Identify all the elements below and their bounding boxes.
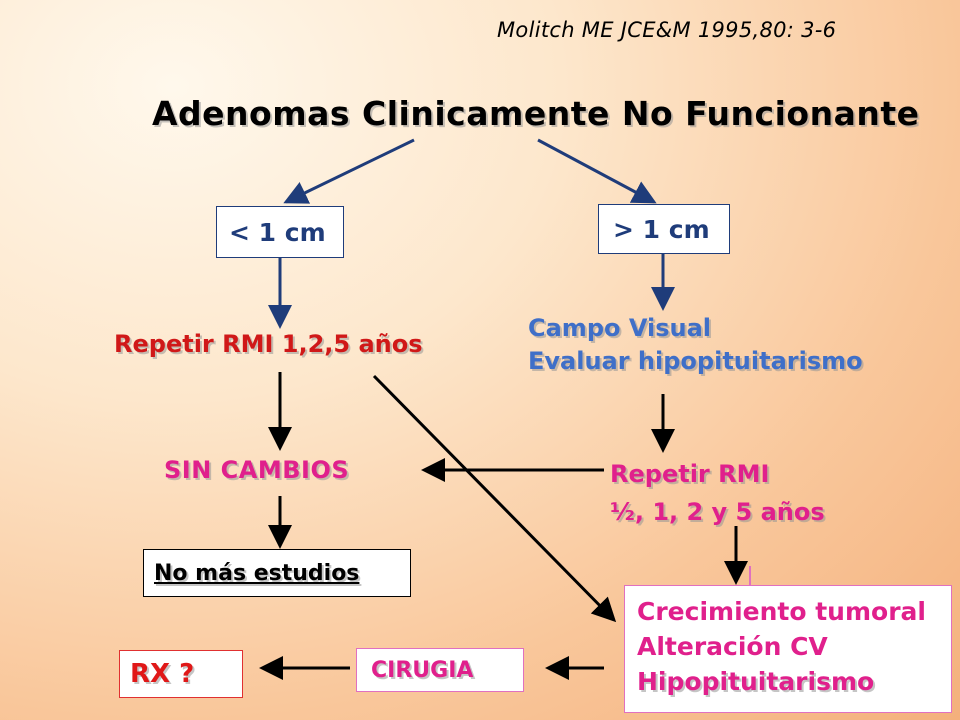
- node-large-adenoma: > 1 cm: [598, 204, 730, 254]
- campo-line-2: Evaluar hipopituitarismo: [528, 347, 863, 375]
- node-large-label: > 1 cm: [613, 214, 710, 244]
- crec-line-2: Alteración CV: [637, 632, 828, 661]
- arrow-title-to-large: [537, 138, 657, 204]
- node-no-more-studies: No más estudios: [143, 549, 411, 597]
- node-radiotherapy: RX ?: [119, 650, 243, 698]
- node-small-label: < 1 cm: [229, 217, 326, 247]
- crec-line-1: Crecimiento tumoral: [637, 597, 926, 626]
- no-more-studies-label: No más estudios: [154, 560, 360, 586]
- arrow-title-to-small: [283, 138, 415, 204]
- node-repeat-mri-right: Repetir RMI ½, 1, 2 y 5 años: [610, 455, 825, 531]
- node-repeat-mri-left: Repetir RMI 1,2,5 años: [114, 330, 423, 358]
- node-no-changes: SIN CAMBIOS: [164, 456, 350, 484]
- repeat-right-line-1: Repetir RMI: [610, 460, 770, 488]
- surgery-label: CIRUGIA: [371, 657, 474, 683]
- arrow-repeat-to-crecimiento: [372, 374, 617, 623]
- rx-label: RX ?: [130, 659, 195, 689]
- node-small-adenoma: < 1 cm: [216, 206, 344, 258]
- repeat-right-line-2: ½, 1, 2 y 5 años: [610, 498, 825, 526]
- node-surgery: CIRUGIA: [356, 648, 524, 692]
- node-tumor-growth: Crecimiento tumoral Alteración CV Hipopi…: [624, 585, 952, 713]
- page-title: Adenomas Clinicamente No Funcionante: [152, 94, 920, 133]
- crec-line-3: Hipopituitarismo: [637, 667, 875, 696]
- node-visual-field: Campo Visual Evaluar hipopituitarismo: [528, 312, 863, 378]
- campo-line-1: Campo Visual: [528, 314, 712, 342]
- citation: Molitch ME JCE&M 1995,80: 3-6: [497, 18, 837, 42]
